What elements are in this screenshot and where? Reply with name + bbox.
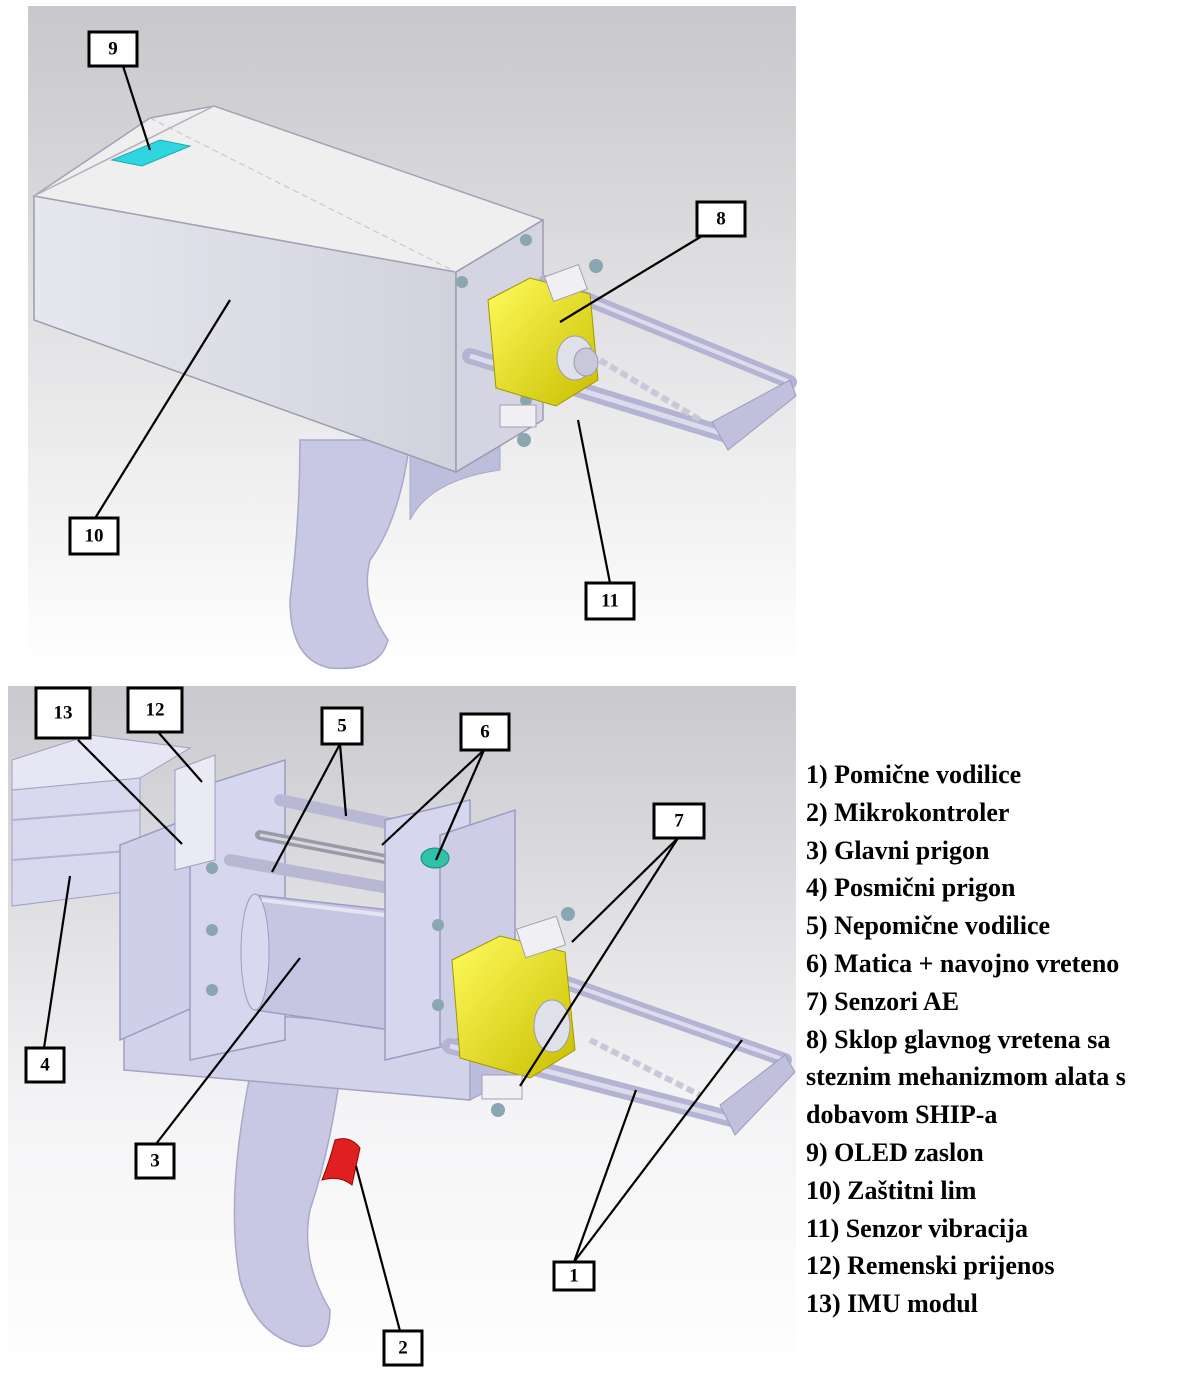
legend-item-4: 4) Posmični prigon	[806, 873, 1016, 903]
leader-line-6a	[381, 749, 485, 846]
leader-line-7a	[571, 837, 679, 943]
leader-line-8	[559, 235, 703, 323]
leader-line-10	[93, 299, 231, 521]
callout-7: 7	[652, 802, 706, 840]
svg-text:6: 6	[480, 722, 490, 743]
svg-text:10: 10	[85, 526, 104, 547]
legend-item-11: 11) Senzor vibracija	[806, 1213, 1028, 1243]
legend-item-2: 2) Mikrokontroler	[806, 797, 1010, 827]
callout-12: 12	[126, 686, 184, 734]
legend-item-10: 10) Zaštitni lim	[806, 1175, 977, 1205]
oled-display	[110, 139, 192, 167]
leader-line-5b	[271, 743, 341, 873]
svg-text:2: 2	[398, 1338, 408, 1359]
callout-1: 1	[552, 1260, 596, 1292]
leader-line-5a	[338, 743, 348, 817]
legend-item-9: 9) OLED zaslon	[806, 1137, 984, 1167]
leader-line-13	[77, 739, 183, 845]
legend-item-1: 1) Pomične vodilice	[806, 760, 1022, 789]
svg-text:4: 4	[40, 1055, 50, 1076]
svg-text:1: 1	[569, 1266, 579, 1287]
leader-line-3	[155, 957, 301, 1145]
top-assembly-view: 9 8 10 11	[28, 6, 797, 670]
callout-2: 2	[382, 1329, 424, 1367]
leader-line-6b	[434, 749, 486, 861]
svg-text:9: 9	[108, 39, 118, 60]
leader-line-1b	[573, 1039, 743, 1263]
legend-item-5: 5) Nepomične vodilice	[806, 911, 1051, 941]
svg-text:12: 12	[146, 700, 165, 721]
callout-4: 4	[24, 1046, 66, 1084]
legend-item-3: 3) Glavni prigon	[806, 835, 990, 865]
trigger-microcontroller	[321, 1138, 361, 1186]
callout-6: 6	[459, 712, 511, 752]
leader-line-7b	[519, 837, 679, 1087]
legend-item-12: 12) Remenski prijenos	[806, 1251, 1055, 1281]
callout-5: 5	[320, 706, 364, 746]
legend-item-7: 7) Senzori AE	[806, 986, 960, 1016]
spindle-assembly-bottom	[451, 907, 576, 1117]
callout-3: 3	[134, 1142, 176, 1180]
leader-line-12	[157, 731, 203, 783]
callout-9: 9	[87, 30, 139, 68]
spindle-assembly-top	[487, 259, 603, 447]
leader-line-1a	[572, 1089, 638, 1263]
svg-text:13: 13	[54, 703, 73, 724]
main-drive-motor	[240, 893, 391, 1031]
component-legend: 1) Pomične vodilice 2) Mikrokontroler 3)…	[806, 756, 1176, 1323]
leader-line-11	[576, 419, 612, 584]
leader-line-9	[121, 65, 152, 151]
legend-item-8: 8) Sklop glavnog vretena sa steznim meha…	[806, 1024, 1126, 1130]
leader-line-2	[354, 1165, 402, 1332]
bottom-assembly-view: 13 12 5 6 7 4 3 1	[8, 686, 796, 1391]
callout-8: 8	[695, 200, 747, 238]
callout-10: 10	[68, 516, 120, 556]
svg-text:11: 11	[601, 591, 619, 612]
handle-bottom	[233, 1074, 341, 1348]
callout-11: 11	[584, 581, 636, 621]
leader-line-4	[42, 875, 72, 1049]
callout-13: 13	[34, 686, 92, 740]
handle-top	[289, 439, 411, 670]
legend-item-6: 6) Matica + navojno vreteno	[806, 948, 1120, 978]
legend-item-13: 13) IMU modul	[806, 1289, 978, 1319]
svg-text:3: 3	[150, 1151, 160, 1172]
svg-text:8: 8	[716, 209, 726, 230]
svg-text:7: 7	[674, 811, 684, 832]
svg-text:5: 5	[337, 716, 347, 737]
